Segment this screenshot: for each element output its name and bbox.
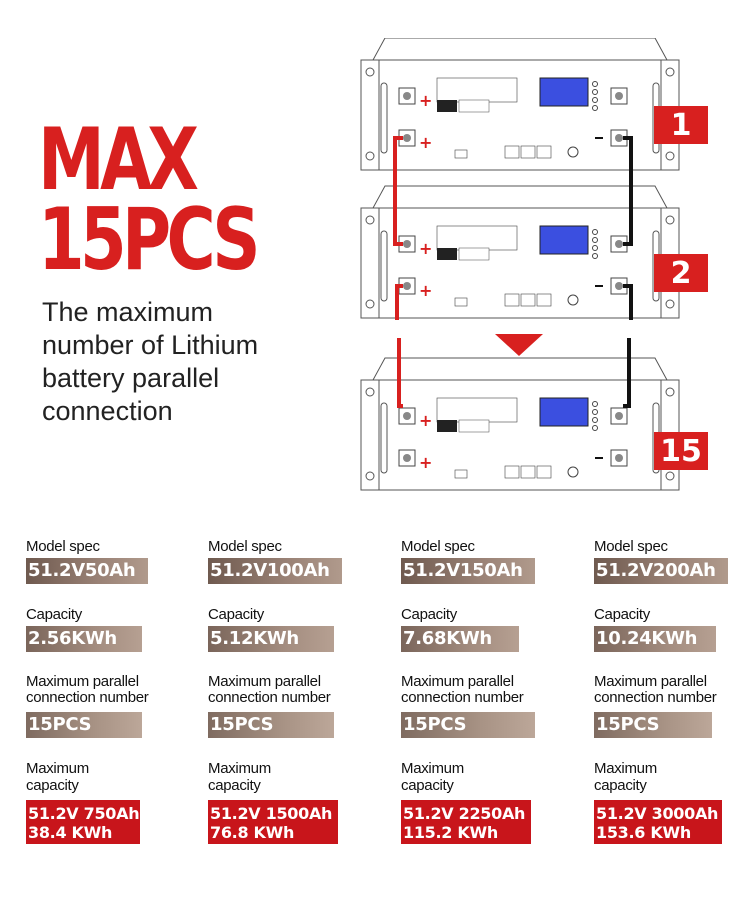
red-cable <box>393 136 403 246</box>
max-ah: 51.2V 1500Ah <box>210 804 333 823</box>
parallel-label-1: Maximum parallel <box>208 673 321 690</box>
headline-max: MAX <box>38 110 199 210</box>
capacity-value: 2.56KWh <box>26 626 142 652</box>
capacity-value: 5.12KWh <box>208 626 334 652</box>
badge-unit-2: 2 <box>654 254 708 292</box>
model-value: 51.2V150Ah <box>401 558 535 584</box>
max-kwh: 76.8 KWh <box>210 823 295 842</box>
parallel-value: 15PCS <box>401 712 535 738</box>
max-capacity-label-1: Maximum <box>208 760 271 777</box>
headline: MAX 15PCS <box>38 110 261 290</box>
headline-count: 15PCS <box>38 190 261 290</box>
max-ah: 51.2V 2250Ah <box>403 804 526 823</box>
parallel-label-2: connection number <box>26 689 149 706</box>
parallel-label-1: Maximum parallel <box>401 673 514 690</box>
max-capacity-label-1: Maximum <box>594 760 657 777</box>
battery-unit-15 <box>360 357 680 491</box>
max-ah: 51.2V 750Ah <box>28 804 140 823</box>
parallel-label-2: connection number <box>594 689 717 706</box>
max-ah: 51.2V 3000Ah <box>596 804 719 823</box>
max-capacity-value: 51.2V 1500Ah 76.8 KWh <box>208 800 338 844</box>
max-capacity-value: 51.2V 750Ah 38.4 KWh <box>26 800 140 844</box>
parallel-value: 15PCS <box>26 712 142 738</box>
subtitle: The maximum number of Lithium battery pa… <box>42 297 259 426</box>
model-label: Model spec <box>208 538 282 555</box>
parallel-label-1: Maximum parallel <box>594 673 707 690</box>
parallel-label-2: connection number <box>208 689 331 706</box>
parallel-label-1: Maximum parallel <box>26 673 139 690</box>
model-value: 51.2V200Ah <box>594 558 728 584</box>
capacity-value: 7.68KWh <box>401 626 519 652</box>
model-value: 51.2V100Ah <box>208 558 342 584</box>
capacity-label: Capacity <box>594 606 650 623</box>
model-label: Model spec <box>594 538 668 555</box>
capacity-label: Capacity <box>208 606 264 623</box>
model-label: Model spec <box>26 538 100 555</box>
capacity-label: Capacity <box>401 606 457 623</box>
badge-unit-15: 15 <box>654 432 708 470</box>
max-capacity-value: 51.2V 3000Ah 153.6 KWh <box>594 800 722 844</box>
down-arrow-icon <box>495 334 543 356</box>
max-kwh: 153.6 KWh <box>596 823 691 842</box>
max-capacity-label-2: capacity <box>594 777 647 794</box>
model-value: 51.2V50Ah <box>26 558 148 584</box>
model-label: Model spec <box>401 538 475 555</box>
max-capacity-label-1: Maximum <box>26 760 89 777</box>
battery-stack-diagram: + + <box>360 38 680 491</box>
max-capacity-label-2: capacity <box>208 777 261 794</box>
badge-unit-1: 1 <box>654 106 708 144</box>
capacity-value: 10.24KWh <box>594 626 716 652</box>
parallel-value: 15PCS <box>208 712 334 738</box>
max-capacity-label-2: capacity <box>401 777 454 794</box>
max-capacity-value: 51.2V 2250Ah 115.2 KWh <box>401 800 531 844</box>
capacity-label: Capacity <box>26 606 82 623</box>
max-capacity-label-1: Maximum <box>401 760 464 777</box>
max-kwh: 38.4 KWh <box>28 823 113 842</box>
parallel-value: 15PCS <box>594 712 712 738</box>
black-cable <box>623 136 633 246</box>
parallel-label-2: connection number <box>401 689 524 706</box>
max-kwh: 115.2 KWh <box>403 823 498 842</box>
max-capacity-label-2: capacity <box>26 777 79 794</box>
